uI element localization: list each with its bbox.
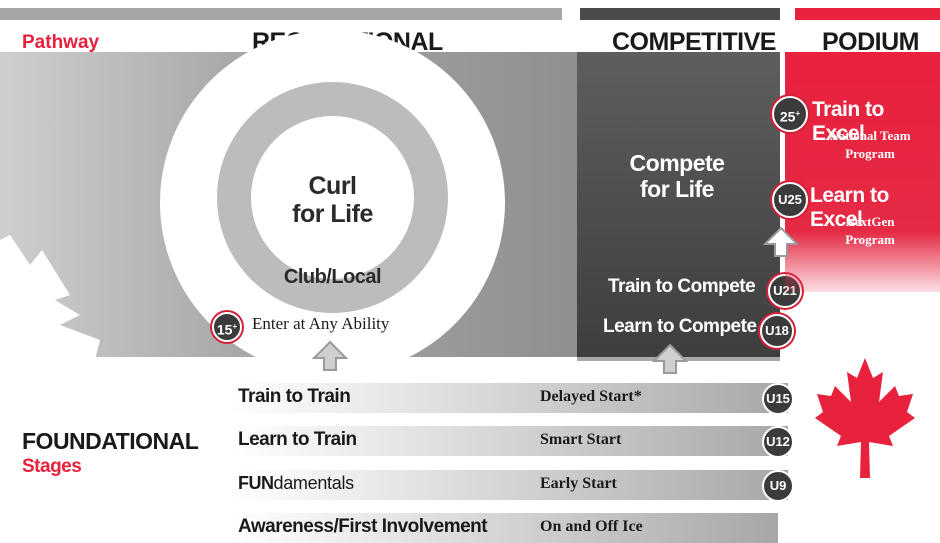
stage-bar-train-to-train: Train to Train Delayed Start* [230, 383, 788, 413]
podium-heading: PODIUM [822, 28, 920, 56]
competitive-panel [577, 52, 780, 361]
foundational-title: FOUNDATIONAL [22, 428, 199, 454]
u15-badge: U15 [762, 383, 794, 415]
maple-leaf-icon [815, 358, 915, 478]
compete-for-life-line2: for Life [640, 176, 714, 202]
competitive-header-bar [580, 8, 780, 20]
u9-badge: U9 [762, 470, 794, 502]
up-arrow-icon [652, 343, 688, 374]
stage-bar-fundamentals: FUNdamentals Early Start [230, 470, 788, 500]
stage-bar-learn-to-train: Learn to Train Smart Start [230, 426, 788, 456]
foundational-subtitle: Stages [22, 456, 82, 477]
stage-start: Smart Start [540, 431, 622, 448]
podium-header-bar [795, 8, 940, 20]
stage-start: On and Off Ice [540, 518, 643, 535]
age-25-plus-badge: 25+ [772, 96, 808, 132]
stage-name: Awareness/First Involvement [238, 516, 488, 537]
club-local-label: Club/Local [283, 266, 382, 288]
curl-for-life-circle [251, 116, 414, 279]
u12-badge: U12 [762, 426, 794, 458]
entry-age-plus: + [232, 322, 238, 331]
competitive-heading: COMPETITIVE [612, 28, 776, 56]
stage-name: Train to Train [238, 386, 351, 407]
national-team-line1: National Team [829, 128, 911, 143]
enter-any-ability-text: Enter at Any Ability [252, 314, 390, 333]
up-arrow-icon [312, 340, 348, 371]
nextgen-line1: NextGen [845, 214, 895, 229]
pathway-label: Pathway [22, 32, 100, 53]
age-25-plus: + [795, 109, 801, 118]
maple-leaf-icon [0, 235, 100, 360]
age-25-value: 25 [779, 108, 796, 125]
u18-badge: U18 [760, 314, 794, 348]
stage-name: FUNdamentals [238, 473, 354, 494]
recreational-header-bar [0, 8, 562, 20]
curl-for-life-line2: for Life [292, 200, 373, 228]
stage-name: Learn to Train [238, 429, 357, 450]
train-to-compete-label: Train to Compete [608, 276, 756, 297]
podium-panel [785, 52, 940, 292]
national-team-line2: Program [845, 146, 895, 161]
learn-to-excel-label: Learn to Excel [810, 184, 889, 231]
entry-age-value: 15 [216, 321, 233, 338]
stage-start: Early Start [540, 475, 617, 492]
up-arrow-icon [763, 226, 799, 257]
u25-badge: U25 [772, 182, 808, 218]
learn-to-compete-label: Learn to Compete [603, 316, 757, 337]
stage-name-rest: damentals [273, 473, 355, 493]
entry-age-badge: 15+ [212, 312, 242, 342]
stage-bar-awareness: Awareness/First Involvement On and Off I… [230, 513, 778, 543]
compete-for-life-line1: Compete [629, 150, 725, 176]
train-to-excel-label: Train to Excel [812, 98, 884, 145]
nextgen-line2: Program [845, 232, 895, 247]
curl-for-life-line1: Curl [308, 172, 358, 200]
stage-start: Delayed Start* [540, 388, 642, 405]
stage-name-bold: FUN [238, 473, 274, 493]
